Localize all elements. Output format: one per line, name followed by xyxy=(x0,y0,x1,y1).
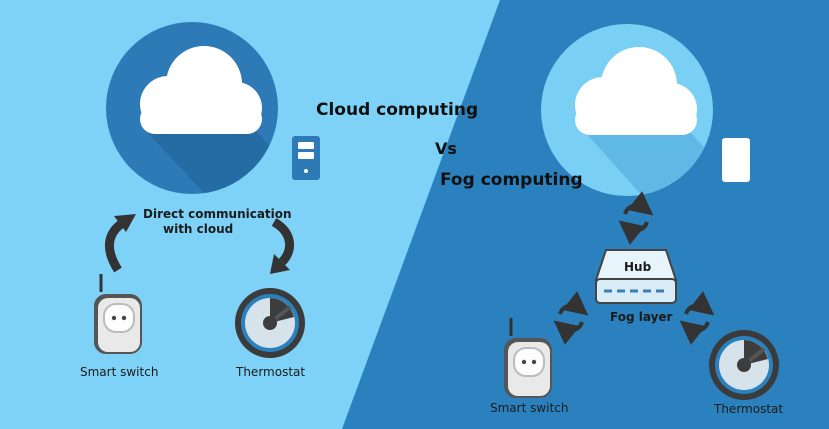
thermostat-icon-left xyxy=(233,286,307,360)
thermostat-label-left: Thermostat xyxy=(236,365,306,379)
server-icon-right xyxy=(722,138,750,182)
smart-switch-label-left: Smart switch xyxy=(80,365,159,379)
thermostat-label-right: Thermostat xyxy=(714,402,784,416)
fog-computing-title: Fog computing xyxy=(440,170,583,190)
hub-icon xyxy=(594,249,678,304)
cloud-icon-right xyxy=(541,24,713,196)
vs-label: Vs xyxy=(435,139,457,158)
hub-label: Hub xyxy=(624,260,652,274)
caption-line-1: Direct communication xyxy=(143,207,292,221)
server-icon-left xyxy=(292,136,320,180)
cloud-computing-title: Cloud computing xyxy=(316,100,479,120)
caption-line-2: with cloud xyxy=(163,222,234,236)
arrow-up-left-icon xyxy=(105,214,136,273)
fog-layer-label: Fog layer xyxy=(610,310,673,324)
smart-switch-label-right: Smart switch xyxy=(490,401,569,415)
cloud-icon-left xyxy=(106,22,278,194)
thermostat-icon-right xyxy=(707,328,781,402)
arrow-down-right-icon xyxy=(270,218,294,274)
